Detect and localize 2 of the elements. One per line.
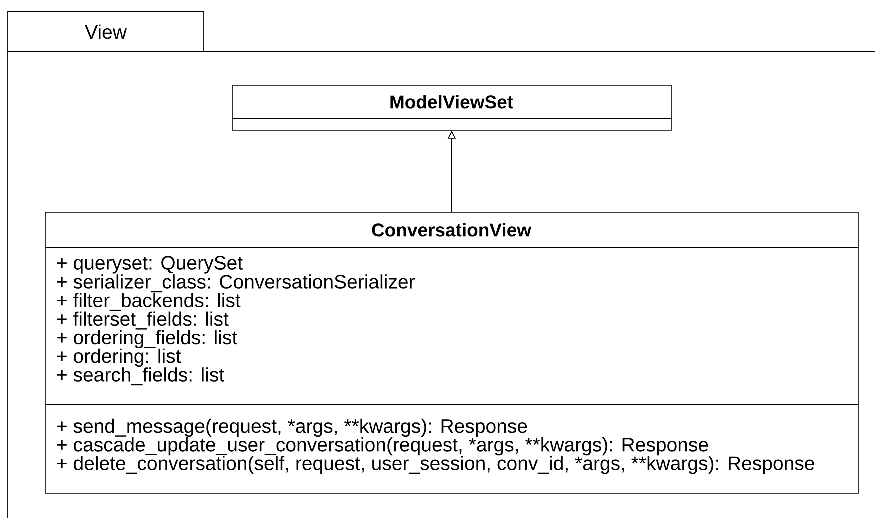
- class-box: ConversationView + queryset: QuerySet + serializer_class: ConversationSerializer + filter_backends: list + filterset_fields: list + ordering_fields: list + ordering: list + search_fields: list + send_message(request, *args, **kwargs): Response + cascade_update_user_conversation(request, *args, **kwargs): Response + delete_conversation(self, request, user_session, conv_id, *args, **kwargs): Response: [44, 212, 859, 494]
- class-box: ModelViewSet: [232, 85, 672, 131]
